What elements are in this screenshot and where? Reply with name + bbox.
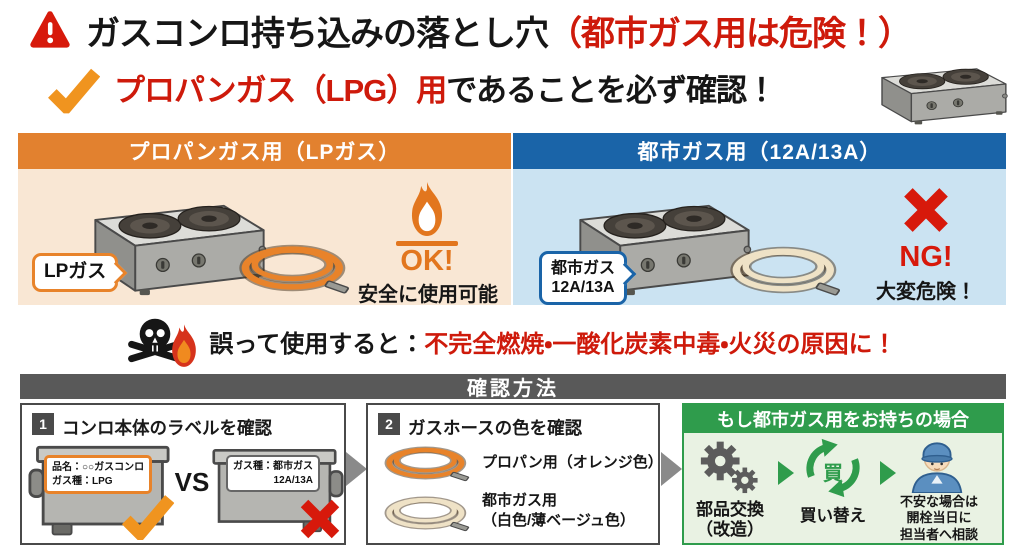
city-gas-speech-bubble: 都市ガス 12A/13A bbox=[539, 251, 637, 306]
step2-title: ガスホースの色を確認 bbox=[408, 418, 583, 438]
lpg-speech-bubble: LPガス bbox=[32, 253, 128, 292]
lpg-panel: プロパンガス用（LPガス） LPガス OK! 安全に使用可能 bbox=[18, 133, 511, 306]
stove-icon bbox=[856, 56, 1012, 126]
city-gas-hose-label-line1: 都市ガス用 bbox=[482, 492, 558, 509]
main-title-black: ガスコンロ持ち込みの落とし穴 bbox=[86, 15, 549, 53]
lpg-speech-bubble-label: LPガス bbox=[44, 261, 107, 282]
city-gas-hose-icon bbox=[727, 239, 849, 301]
propane-hose-icon bbox=[382, 441, 476, 485]
city-label-line1: ガス種：都市ガス bbox=[233, 461, 313, 472]
ng-status-note: 大変危険！ bbox=[876, 281, 976, 303]
main-title-red: （都市ガス用は危険！） bbox=[548, 15, 912, 53]
city-gas-panel-header-label: 都市ガス用（12A/13A） bbox=[637, 141, 882, 164]
arrow-right-icon bbox=[661, 452, 682, 486]
ok-underline bbox=[396, 241, 458, 246]
city-gas-panel-header: 都市ガス用（12A/13A） bbox=[513, 133, 1006, 169]
city-gas-hose-label-line2: （白色/薄ベージュ色） bbox=[482, 512, 635, 530]
cross-icon bbox=[901, 185, 951, 235]
ng-status: NG! bbox=[899, 241, 953, 273]
warning-prefix: 誤って使用すると： bbox=[209, 330, 425, 358]
subtitle-black: であることを必ず確認！ bbox=[446, 73, 777, 108]
vs-label: VS bbox=[174, 467, 210, 497]
options-panel-header: もし都市ガス用をお持ちの場合 bbox=[684, 405, 1002, 433]
city-gas-panel: 都市ガス用（12A/13A） 都市ガス 12A/13A NG! 大変危険！ bbox=[513, 133, 1006, 306]
warning-triangle-icon bbox=[28, 8, 72, 50]
city-gas-options-panel: もし都市ガス用をお持ちの場合 bbox=[682, 403, 1004, 545]
subtitle: プロパンガス（LPG）用であることを必ず確認！ bbox=[114, 73, 777, 108]
ok-status-note: 安全に使用可能 bbox=[358, 284, 498, 306]
subtitle-red: プロパンガス（LPG）用 bbox=[114, 73, 447, 108]
worker-icon bbox=[908, 433, 966, 494]
method-bar-label: 確認方法 bbox=[467, 378, 559, 400]
arrow-right-icon bbox=[880, 461, 896, 485]
lpg-label-line1: 品名：○○ガスコンロ bbox=[52, 462, 145, 473]
gears-icon bbox=[696, 439, 762, 497]
option1-line2: （改造） bbox=[696, 520, 764, 540]
flame-ok-icon bbox=[405, 181, 449, 238]
arrow-right-icon bbox=[778, 461, 794, 485]
flame-danger-icon bbox=[167, 323, 201, 369]
options-panel-header-label: もし都市ガス用をお持ちの場合 bbox=[717, 410, 969, 430]
ok-status: OK! bbox=[400, 245, 454, 277]
city-gas-bubble-line1: 都市ガス bbox=[551, 260, 616, 277]
repurchase-icon bbox=[798, 437, 868, 499]
lpg-label-sticker: 品名：○○ガスコンロ ガス種：LPG bbox=[44, 455, 153, 494]
buy-kanji-label: 買 bbox=[823, 463, 843, 485]
lpg-panel-header: プロパンガス用（LPガス） bbox=[18, 133, 511, 169]
lpg-panel-header-label: プロパンガス用（LPガス） bbox=[128, 141, 401, 164]
city-label-line2: 12A/13A bbox=[273, 474, 313, 486]
city-gas-hose-icon bbox=[382, 491, 476, 535]
cross-icon bbox=[296, 497, 344, 541]
city-gas-bubble-line2: 12A/13A bbox=[551, 279, 615, 297]
check-icon bbox=[48, 66, 100, 114]
option2-line1: 買い替え bbox=[800, 507, 866, 525]
step1-panel: 1 コンロ本体のラベルを確認 品名：○○ガスコンロ ガス種：LPG VS ガス種… bbox=[20, 403, 346, 545]
option-parts-replacement-label: 部品交換 （改造） bbox=[686, 500, 774, 541]
lpg-label-line2: ガス種：LPG bbox=[52, 475, 113, 487]
option-consult-label: 不安な場合は 開栓当日に 担当者へ相談 bbox=[884, 494, 994, 543]
step2-number-badge: 2 bbox=[378, 413, 400, 435]
step1-title: コンロ本体のラベルを確認 bbox=[62, 418, 272, 438]
method-bar: 確認方法 bbox=[20, 374, 1006, 400]
misuse-warning-row: 誤って使用すると： 不完全燃焼・一酸化炭素中毒・火災の原因に！ bbox=[0, 314, 1024, 368]
step2-panel: 2 ガスホースの色を確認 プロパン用（オレンジ色） 都市ガス用 （白色/薄ベージ… bbox=[366, 403, 663, 545]
option3-line3: 担当者へ相談 bbox=[899, 526, 978, 542]
city-label-sticker: ガス種：都市ガス 12A/13A bbox=[226, 455, 320, 492]
check-icon bbox=[120, 493, 176, 540]
warning-message: 不完全燃焼・一酸化炭素中毒・火災の原因に！ bbox=[424, 330, 897, 358]
city-gas-hose-label: 都市ガス用 （白色/薄ベージュ色） bbox=[482, 491, 635, 532]
option3-line2: 開栓当日に bbox=[906, 510, 972, 526]
propane-hose-label: プロパン用（オレンジ色） bbox=[482, 454, 663, 471]
lpg-hose-icon bbox=[236, 237, 358, 299]
option3-line1: 不安な場合は bbox=[899, 494, 978, 509]
option1-line1: 部品交換 bbox=[696, 500, 764, 519]
option-repurchase-label: 買い替え bbox=[788, 507, 878, 527]
step1-number-badge: 1 bbox=[32, 413, 54, 435]
main-title: ガスコンロ持ち込みの落とし穴（都市ガス用は危険！） bbox=[86, 15, 912, 53]
arrow-right-icon bbox=[346, 452, 367, 486]
